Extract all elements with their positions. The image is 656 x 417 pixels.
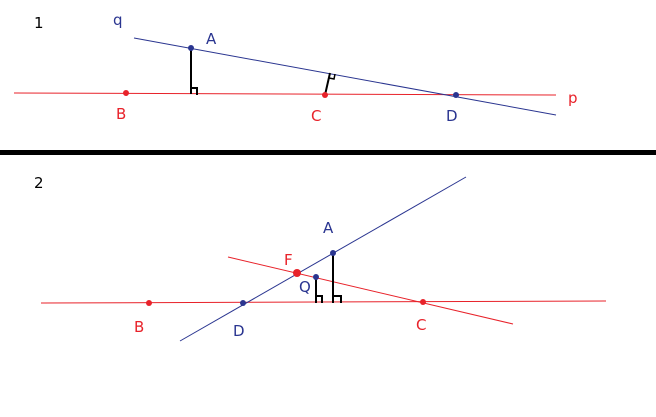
line-p — [13, 92, 557, 96]
line-da — [179, 176, 467, 342]
point-q — [313, 274, 319, 280]
label-q: q — [113, 11, 123, 29]
right-angle-mark-q — [316, 295, 323, 303]
separator-bar — [0, 150, 656, 155]
label-p: p — [568, 89, 578, 107]
point-a2 — [330, 250, 336, 256]
figure-1: 1 q p A B C D — [13, 11, 578, 125]
point-d — [453, 92, 459, 98]
label-q2: Q — [299, 278, 311, 296]
line-fc — [227, 256, 514, 325]
figure-1-number: 1 — [34, 14, 44, 32]
point-b — [123, 90, 129, 96]
right-angle-mark-a — [191, 87, 198, 95]
point-c2 — [420, 299, 426, 305]
figure-2-number: 2 — [34, 174, 44, 192]
label-b2: B — [134, 318, 144, 336]
label-d2: D — [233, 322, 245, 340]
perpendicular-c-to-q — [324, 72, 331, 96]
label-c: C — [311, 107, 321, 125]
label-d: D — [446, 107, 458, 125]
point-b2 — [146, 300, 152, 306]
point-a — [188, 45, 194, 51]
label-b: B — [116, 105, 126, 123]
label-c2: C — [416, 316, 426, 334]
point-c — [322, 92, 328, 98]
label-f: F — [284, 251, 293, 269]
label-a: A — [206, 30, 217, 48]
line-bdc — [40, 300, 607, 304]
right-angle-mark-c — [328, 73, 336, 80]
right-angle-mark-a2 — [333, 295, 342, 303]
label-a2: A — [323, 219, 334, 237]
point-f — [293, 269, 301, 277]
figure-2: 2 A F Q B D C — [34, 174, 607, 342]
line-q — [133, 37, 557, 116]
point-d2 — [240, 300, 246, 306]
